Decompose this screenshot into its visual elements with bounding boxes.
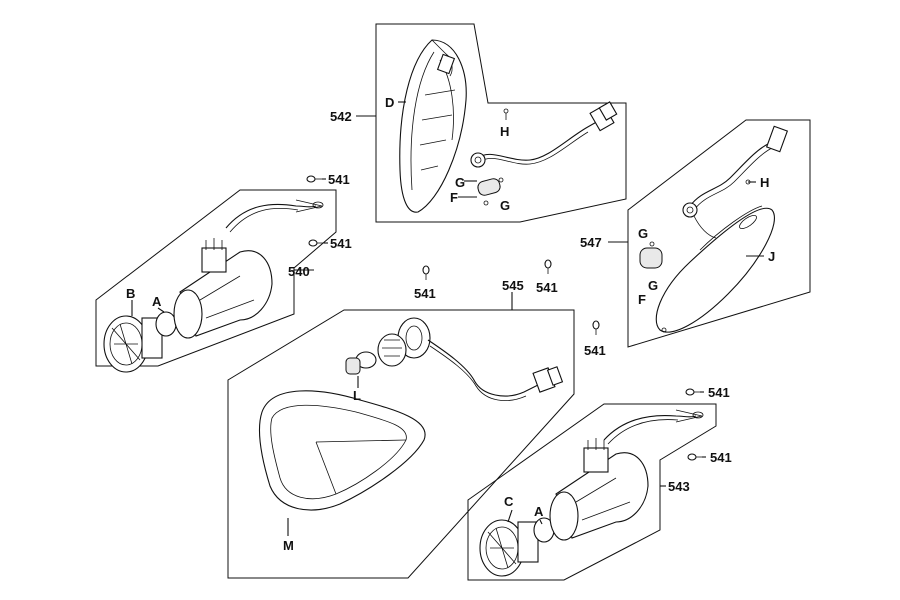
lens-j	[655, 207, 775, 333]
harness-542	[477, 119, 601, 161]
bulb-f-top	[477, 178, 501, 196]
label-541-g: 541	[710, 450, 732, 465]
bulb-f-right	[639, 247, 663, 269]
label-545: 545	[502, 278, 524, 293]
label-541-f: 541	[708, 385, 730, 400]
label-547: 547	[580, 235, 602, 250]
label-g-right-1: G	[638, 226, 648, 241]
group-542-frame	[375, 23, 627, 223]
screw-541-b	[308, 239, 328, 247]
label-541-a: 541	[328, 172, 350, 187]
screw-541-d	[544, 259, 552, 274]
group-545-frame	[227, 309, 575, 579]
group-540	[95, 189, 337, 373]
screws-541	[306, 175, 706, 461]
label-541-d: 541	[536, 280, 558, 295]
group-542	[356, 23, 627, 223]
label-542: 542	[330, 109, 352, 124]
label-j: J	[768, 249, 775, 264]
label-541-b: 541	[330, 236, 352, 251]
group-545	[227, 292, 575, 579]
label-l: L	[353, 388, 361, 403]
harness-545	[427, 339, 541, 397]
label-a-bottom: A	[534, 504, 544, 519]
bulb-l	[345, 357, 361, 375]
label-541-c: 541	[414, 286, 436, 301]
label-c: C	[504, 494, 514, 509]
group-543-frame	[467, 403, 717, 581]
label-b: B	[126, 286, 135, 301]
label-f-right: F	[638, 292, 646, 307]
label-543: 543	[668, 479, 690, 494]
screw-541-f	[685, 388, 704, 396]
label-g-right-2: G	[648, 278, 658, 293]
screw-541-c	[422, 265, 430, 280]
housing-543	[555, 452, 649, 539]
label-540: 540	[288, 264, 310, 279]
group-543	[467, 403, 717, 581]
screw-541-a	[306, 175, 326, 183]
bulb-a-left	[155, 311, 177, 337]
screw-541-g	[687, 453, 706, 461]
label-m: M	[283, 538, 294, 553]
group-547	[608, 119, 811, 348]
harness-543	[603, 415, 697, 441]
screw-541-e	[592, 320, 600, 335]
label-h-right: H	[760, 175, 769, 190]
label-f-top: F	[450, 190, 458, 205]
group-547-frame	[627, 119, 811, 348]
label-h-top: H	[500, 124, 509, 139]
harness-547	[689, 143, 769, 207]
housing-540	[179, 250, 273, 337]
label-541-e: 541	[584, 343, 606, 358]
label-g-top-2: G	[500, 198, 510, 213]
label-d: D	[385, 95, 394, 110]
label-g-top-1: G	[455, 175, 465, 190]
label-a-left: A	[152, 294, 162, 309]
harness-540	[225, 203, 317, 229]
